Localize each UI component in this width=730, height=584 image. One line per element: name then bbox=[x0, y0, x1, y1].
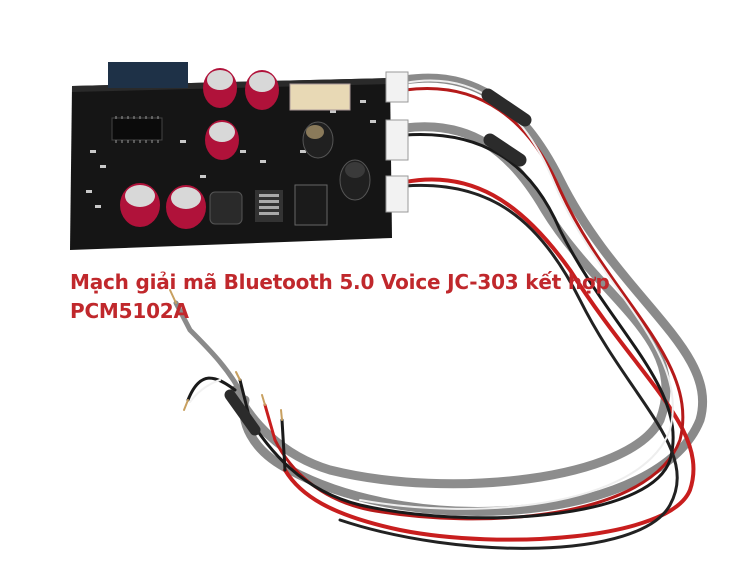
cable-bundle bbox=[169, 73, 707, 550]
caption-line-1: Mạch giải mã Bluetooth 5.0 Voice JC-303 … bbox=[70, 270, 610, 294]
product-caption: Mạch giải mã Bluetooth 5.0 Voice JC-303 … bbox=[70, 268, 690, 326]
bluetooth-module bbox=[108, 62, 188, 88]
decoder-chip bbox=[111, 117, 163, 141]
caption-line-2: PCM5102A bbox=[70, 299, 189, 323]
capacitor-group bbox=[120, 68, 279, 229]
pcb-board bbox=[70, 62, 409, 250]
relay bbox=[289, 83, 351, 111]
jst-connectors bbox=[385, 71, 409, 213]
inductor bbox=[209, 191, 243, 225]
voltage-regulator bbox=[294, 184, 328, 226]
